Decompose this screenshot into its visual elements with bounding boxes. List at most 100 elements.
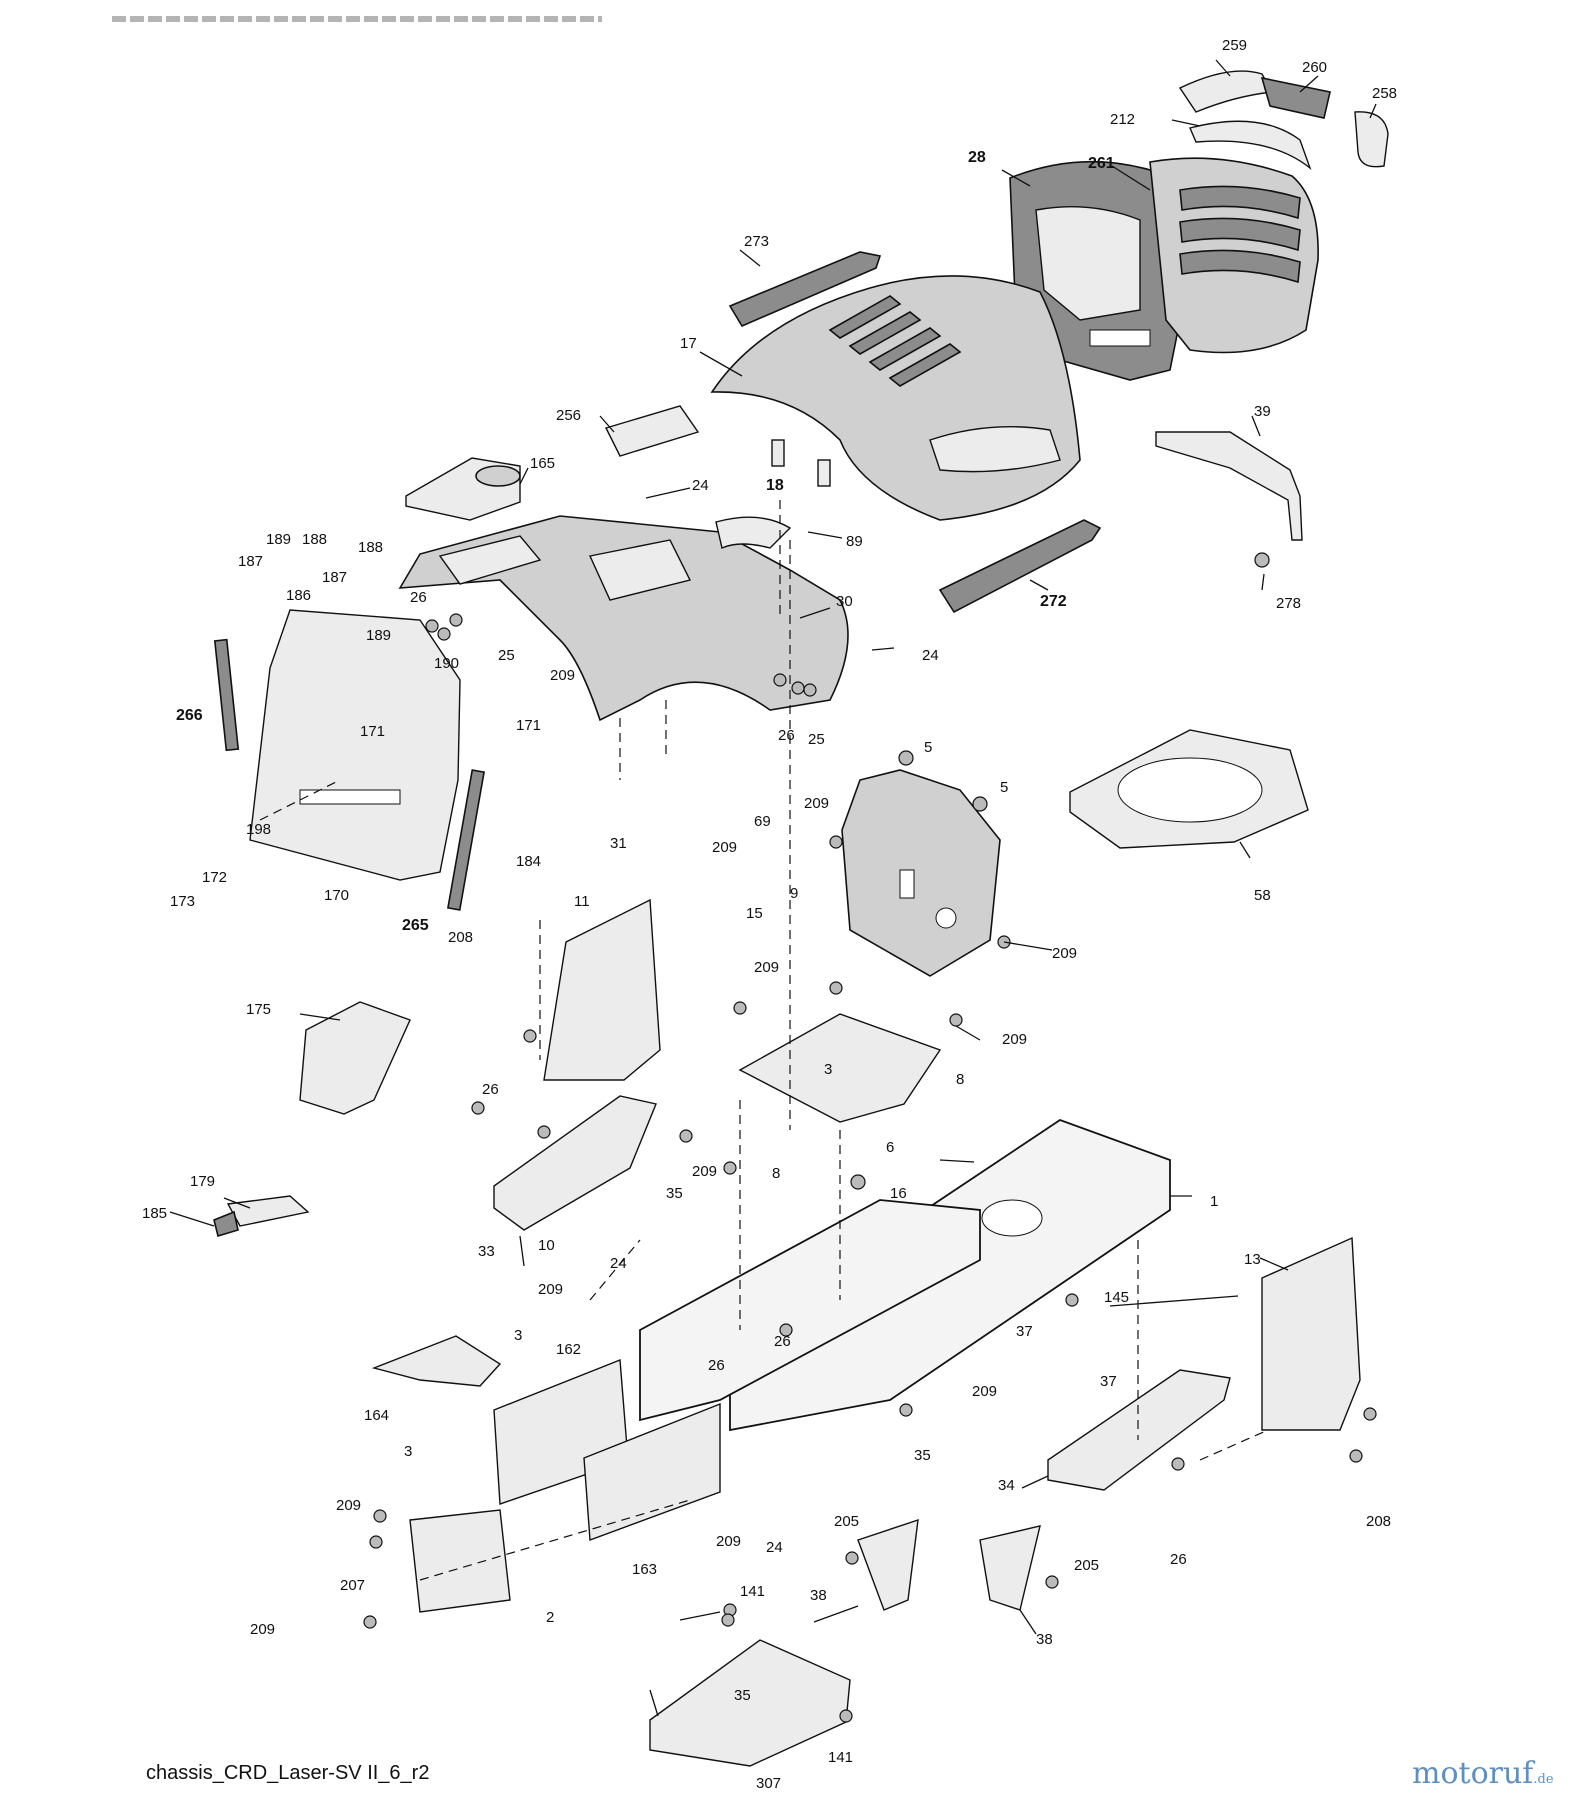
lens-258	[1354, 111, 1389, 168]
panel-170	[249, 609, 461, 881]
callout-35b: 35	[914, 1447, 931, 1464]
fender-30	[398, 515, 849, 722]
chassis-frame-1	[639, 1118, 1171, 1432]
callout-26b: 26	[778, 727, 795, 744]
callout-171b: 171	[360, 723, 385, 740]
callout-5a: 5	[924, 739, 932, 756]
callout-141b: 141	[828, 1749, 853, 1766]
callout-209g: 209	[692, 1163, 717, 1180]
hitch-plate-2	[409, 1509, 511, 1613]
callout-38b: 38	[1036, 1631, 1053, 1648]
bolt-278	[1254, 552, 1270, 568]
callout-58: 58	[1254, 887, 1271, 904]
callout-162: 162	[556, 1341, 581, 1358]
callout-188b: 188	[358, 539, 383, 556]
hitch-38a	[857, 1518, 919, 1611]
callout-3c: 3	[404, 1443, 412, 1460]
callout-209d: 209	[1052, 945, 1077, 962]
callout-25a: 25	[498, 647, 515, 664]
callout-260: 260	[1302, 59, 1327, 76]
callout-6: 6	[886, 1139, 894, 1156]
callout-10: 10	[538, 1237, 555, 1254]
leader-lines	[169, 59, 1377, 1717]
callout-26c: 26	[482, 1081, 499, 1098]
callout-207: 207	[340, 1577, 365, 1594]
callout-16: 16	[890, 1185, 907, 1202]
callout-3b: 3	[514, 1327, 522, 1344]
callout-261: 261	[1088, 155, 1115, 172]
callout-208a: 208	[448, 929, 473, 946]
callout-24a: 24	[692, 477, 709, 494]
callout-209i: 209	[972, 1383, 997, 1400]
callout-259: 259	[1222, 37, 1247, 54]
latch-18	[771, 439, 831, 487]
logo-name: motoruf	[1412, 1756, 1534, 1791]
callout-190: 190	[434, 655, 459, 672]
assembly-lines	[259, 500, 1269, 1581]
callout-26f: 26	[1170, 1551, 1187, 1568]
nut-16	[850, 1174, 866, 1190]
callout-3a: 3	[824, 1061, 832, 1078]
callout-34: 34	[998, 1477, 1015, 1494]
callout-39: 39	[1254, 403, 1271, 420]
callout-278: 278	[1276, 595, 1301, 612]
callout-212: 212	[1110, 111, 1135, 128]
callout-165: 165	[530, 455, 555, 472]
hitch-38b	[979, 1525, 1041, 1611]
callout-256: 256	[556, 407, 581, 424]
callout-24b: 24	[922, 647, 939, 664]
grille-cap-259	[1178, 70, 1274, 113]
tray-164	[371, 1335, 502, 1387]
callout-28: 28	[968, 149, 986, 166]
callout-205a: 205	[834, 1513, 859, 1530]
side-panel-11	[543, 898, 661, 1081]
footrest-33	[493, 1095, 657, 1231]
callout-186: 186	[286, 587, 311, 604]
callout-26d: 26	[774, 1333, 791, 1350]
callout-24d: 24	[766, 1539, 783, 1556]
callout-141a: 141	[740, 1583, 765, 1600]
callout-18: 18	[766, 477, 784, 494]
site-logo[interactable]: motoruf.de	[1412, 1756, 1554, 1791]
rail-266	[213, 638, 240, 752]
callout-35a: 35	[666, 1185, 683, 1202]
callout-11: 11	[574, 893, 590, 910]
rail-265	[447, 769, 485, 911]
callout-187b: 187	[322, 569, 347, 586]
plate-6	[738, 1013, 942, 1123]
callout-69: 69	[754, 813, 771, 830]
trim-272	[938, 519, 1102, 614]
foot-pad-185	[213, 1210, 239, 1238]
logo-tld: .de	[1533, 1772, 1554, 1787]
footrest-34	[1047, 1369, 1231, 1491]
callout-209f: 209	[1002, 1031, 1027, 1048]
callout-15: 15	[746, 905, 763, 922]
callout-205b: 205	[1074, 1557, 1099, 1574]
bracket-58	[1069, 729, 1309, 849]
callout-209-left: 209	[250, 1621, 275, 1638]
callout-38a: 38	[810, 1587, 827, 1604]
callout-189b: 189	[366, 627, 391, 644]
callout-9: 9	[790, 885, 798, 902]
callout-209h: 209	[538, 1281, 563, 1298]
callout-189a: 189	[266, 531, 291, 548]
callout-25b: 25	[808, 731, 825, 748]
diagram-caption: chassis_CRD_Laser-SV II_6_r2	[146, 1762, 430, 1784]
trim-strip-212	[1189, 120, 1312, 171]
callout-272: 272	[1040, 593, 1067, 610]
callout-30: 30	[836, 593, 853, 610]
callout-198: 198	[246, 821, 271, 838]
callout-209a: 209	[550, 667, 575, 684]
callout-209-lower: 209	[716, 1533, 741, 1550]
callout-173: 173	[170, 893, 195, 910]
grille-front-261	[1149, 157, 1319, 354]
callout-37a: 37	[1016, 1323, 1033, 1340]
callout-273: 273	[744, 233, 769, 250]
header-strip	[112, 16, 602, 22]
callout-185: 185	[142, 1205, 167, 1222]
callout-188a: 188	[302, 531, 327, 548]
callout-175: 175	[246, 1001, 271, 1018]
callout-35c: 35	[734, 1687, 751, 1704]
callout-26a: 26	[410, 589, 427, 606]
callout-307: 307	[756, 1775, 781, 1792]
